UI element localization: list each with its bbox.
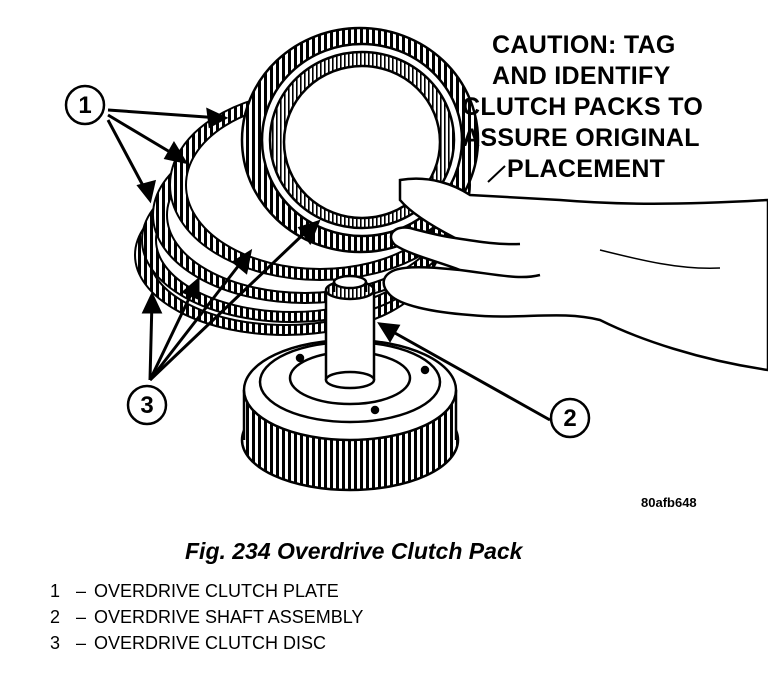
- caution-line-2: AND IDENTIFY: [492, 62, 671, 90]
- caution-line-3: CLUTCH PACKS TO: [462, 93, 704, 121]
- caution-line-5: PLACEMENT: [507, 155, 666, 183]
- svg-text:3: 3: [140, 392, 153, 419]
- callout-1: 1: [64, 84, 106, 126]
- svg-text:1: 1: [78, 92, 91, 119]
- legend-item: 3–OVERDRIVE CLUTCH DISC: [50, 630, 363, 656]
- legend-dash: –: [75, 581, 86, 601]
- caution-line-4: ASSURE ORIGINAL: [462, 124, 700, 152]
- legend-dash: –: [75, 607, 86, 627]
- legend-label: OVERDRIVE CLUTCH PLATE: [94, 581, 339, 601]
- svg-text:2: 2: [563, 405, 576, 432]
- legend-label: OVERDRIVE SHAFT ASSEMBLY: [94, 607, 364, 627]
- hand: [382, 177, 768, 372]
- legend-label: OVERDRIVE CLUTCH DISC: [94, 633, 327, 653]
- caution-line-1: CAUTION: TAG: [492, 31, 676, 59]
- caution-note: CAUTION: TAG AND IDENTIFY CLUTCH PACKS T…: [462, 30, 703, 185]
- legend: 1–OVERDRIVE CLUTCH PLATE 2–OVERDRIVE SHA…: [50, 578, 363, 656]
- leader-lines: [106, 107, 551, 422]
- callout-3: 3: [126, 384, 168, 426]
- legend-item: 1–OVERDRIVE CLUTCH PLATE: [50, 578, 363, 604]
- legend-number: 3: [50, 633, 61, 653]
- callout-2: 2: [549, 397, 591, 439]
- clutch-pack-illustration: 1 2 3: [64, 26, 768, 492]
- legend-number: 2: [50, 607, 61, 627]
- legend-number: 1: [50, 581, 61, 601]
- figure-caption: Fig. 234 Overdrive Clutch Pack: [185, 538, 523, 564]
- legend-item: 2–OVERDRIVE SHAFT ASSEMBLY: [50, 604, 363, 630]
- overdrive-shaft-assembly: [240, 274, 460, 492]
- figure-id: 80afb648: [641, 495, 697, 510]
- legend-dash: –: [75, 633, 86, 653]
